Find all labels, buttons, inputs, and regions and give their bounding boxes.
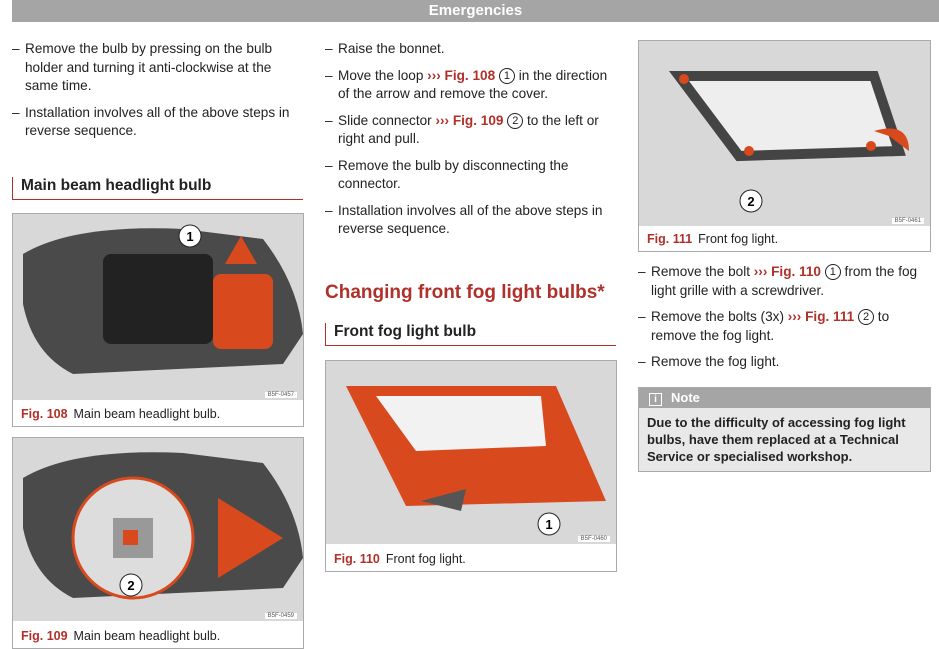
figure-code: B5F-0457 xyxy=(264,392,297,398)
callout-number: 1 xyxy=(498,67,515,84)
text: Remove the fog light. xyxy=(651,354,780,369)
svg-text:2: 2 xyxy=(747,194,754,209)
list-item: Remove the bolt ››› Fig. 110 1 from the … xyxy=(638,263,933,300)
callout-number: 1 xyxy=(824,264,841,280)
text: Installation involves all of the above s… xyxy=(25,104,290,139)
callout-number: 2 xyxy=(858,309,875,325)
figure-reference-link[interactable]: ››› Fig. 109 xyxy=(435,112,504,128)
text: to remove the fog light. xyxy=(651,309,890,343)
list-item: Move the loop ››› Fig. 108 1 in the dire… xyxy=(325,67,615,104)
list-item: Remove the fog light. xyxy=(638,353,933,372)
figure-reference-link[interactable]: ››› Fig. 108 xyxy=(427,67,496,83)
section-header: Emergencies xyxy=(12,0,939,22)
text: Raise the bonnet. xyxy=(338,41,445,56)
figure-reference-link[interactable]: ››› Fig. 110 xyxy=(753,264,821,279)
text: in the direction of the arrow and remove… xyxy=(338,67,608,102)
svg-text:1: 1 xyxy=(545,517,552,532)
heading-fog-bulb: Front fog light bulb xyxy=(325,323,616,346)
figure-code: B5F-0461 xyxy=(891,218,924,224)
headlight-connector-image: 2 B5F-0459 xyxy=(13,438,303,621)
text: Remove the bulb by pressing on the bulb … xyxy=(25,41,273,93)
figure-code: B5F-0460 xyxy=(577,536,610,542)
text: to the left or right and pull. xyxy=(338,112,599,147)
text: Remove the bulb by disconnecting the con… xyxy=(338,157,569,192)
info-icon: i xyxy=(649,393,662,406)
text: from the fog light grille with a screwdr… xyxy=(651,264,918,298)
list-item: Remove the bolts (3x) ››› Fig. 111 2 to … xyxy=(638,308,933,345)
fog-light-image: 2 B5F-0461 xyxy=(639,41,930,226)
text: Move the loop xyxy=(338,67,428,83)
text: Slide connector xyxy=(338,112,436,128)
list-item: Remove the bulb by disconnecting the con… xyxy=(325,157,615,194)
text: Remove the bolt xyxy=(651,264,754,279)
heading-main-beam: Main beam headlight bulb xyxy=(12,177,303,200)
figure-reference-link[interactable]: ››› Fig. 111 xyxy=(787,309,855,324)
list-item: Remove the bulb by pressing on the bulb … xyxy=(12,40,302,96)
list-item: Slide connector ››› Fig. 109 2 to the le… xyxy=(325,112,615,149)
svg-text:2: 2 xyxy=(127,578,134,593)
list-item: Installation involves all of the above s… xyxy=(325,202,615,239)
headlight-image: 1 B5F-0457 xyxy=(13,214,303,400)
callout-number: 2 xyxy=(507,112,524,129)
column-1: Remove the bulb by pressing on the bulb … xyxy=(12,40,302,149)
svg-text:1: 1 xyxy=(186,229,193,244)
list-item: Installation involves all of the above s… xyxy=(12,104,302,141)
note-text: Due to the difficulty of accessing fog l… xyxy=(647,415,906,464)
text: Remove the bolts (3x) xyxy=(651,309,788,324)
fog-light-grille-image: 1 B5F-0460 xyxy=(326,361,616,544)
text: Installation involves all of the above s… xyxy=(338,202,603,237)
figure-code: B5F-0459 xyxy=(264,613,297,619)
column-2: Raise the bonnet. Move the loop ››› Fig. … xyxy=(325,40,615,247)
list-item: Raise the bonnet. xyxy=(325,40,615,59)
section-title-fog: Changing front fog light bulbs* xyxy=(325,282,605,303)
column-3: Remove the bolt ››› Fig. 110 1 from the … xyxy=(638,263,933,380)
